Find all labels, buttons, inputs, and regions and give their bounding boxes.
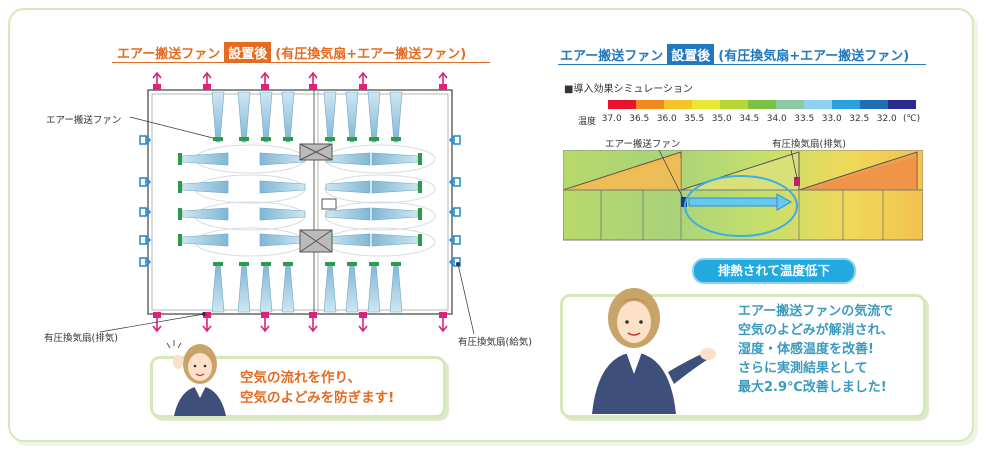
woman-avatar-right bbox=[592, 288, 716, 414]
temperature-tick: 34.0 bbox=[766, 114, 787, 124]
temperature-tick: 32.0 bbox=[876, 114, 897, 124]
temperature-scale: 37.0 36.5 36.0 35.5 35.0 34.5 34.0 33.5 33.0 32.5… bbox=[598, 114, 901, 124]
left-speech-line2: 空気のよどみを防ぎます! bbox=[240, 390, 395, 406]
right-speech-line: 湿度・体感温度を改善! bbox=[738, 342, 874, 357]
right-title: エアー搬送ファン 設置後 (有圧換気扇+エアー搬送ファン) bbox=[560, 44, 909, 65]
right-label-exhaust: 有圧換気扇(排気) bbox=[772, 139, 846, 150]
colorbar-swatch-4 bbox=[720, 100, 748, 109]
temperature-unit: (℃) bbox=[903, 114, 921, 124]
colorbar-swatch-1 bbox=[636, 100, 664, 109]
colorbar-swatch-3 bbox=[692, 100, 720, 109]
left-title: エアー搬送ファン 設置後 (有圧換気扇+エアー搬送ファン) bbox=[117, 42, 466, 63]
right-label-air-fan: エアー搬送ファン bbox=[605, 139, 681, 150]
temperature-tick: 33.0 bbox=[821, 114, 842, 124]
temperature-tick: 34.5 bbox=[739, 114, 760, 124]
colorbar-swatch-9 bbox=[860, 100, 888, 109]
woman-avatar-left bbox=[166, 340, 226, 416]
simulation-title: ■導入効果シミュレーション bbox=[564, 84, 694, 95]
temperature-tick: 35.0 bbox=[711, 114, 732, 124]
temperature-tick: 37.0 bbox=[601, 114, 622, 124]
temperature-tick: 36.5 bbox=[629, 114, 650, 124]
colorbar-swatch-2 bbox=[664, 100, 692, 109]
temperature-tick: 36.0 bbox=[656, 114, 677, 124]
heat-exhaust-pill: 排熱されて温度低下 bbox=[692, 258, 856, 284]
right-title-tag: 設置後 bbox=[667, 44, 715, 65]
colorbar-swatch-5 bbox=[748, 100, 776, 109]
right-speech-line: エアー搬送ファンの気流で bbox=[738, 304, 894, 319]
colorbar-swatch-6 bbox=[776, 100, 804, 109]
right-title-underline bbox=[558, 64, 926, 65]
temperature-label: 温度 bbox=[578, 117, 597, 127]
left-airflow-diagram bbox=[100, 71, 475, 335]
left-label-air-fan: エアー搬送ファン bbox=[46, 115, 122, 126]
temperature-tick: 33.5 bbox=[794, 114, 815, 124]
right-speech-text: エアー搬送ファンの気流で空気のよどみが解消され、湿度・体感温度を改善! さらに実測… bbox=[738, 302, 894, 397]
temperature-colorbar bbox=[608, 100, 916, 109]
colorbar-swatch-10 bbox=[888, 100, 916, 109]
temperature-simulation-map bbox=[563, 150, 923, 241]
temperature-tick: 35.5 bbox=[684, 114, 705, 124]
left-title-tag: 設置後 bbox=[224, 42, 272, 63]
colorbar-swatch-8 bbox=[832, 100, 860, 109]
left-label-supply: 有圧換気扇(給気) bbox=[458, 337, 532, 348]
colorbar-swatch-0 bbox=[608, 100, 636, 109]
colorbar-swatch-7 bbox=[804, 100, 832, 109]
right-speech-line: 最大2.9℃改善しました! bbox=[738, 380, 887, 395]
left-label-exhaust: 有圧換気扇(排気) bbox=[44, 333, 118, 344]
right-speech-line: さらに実測結果として bbox=[738, 361, 868, 376]
temperature-tick: 32.5 bbox=[849, 114, 870, 124]
right-speech-line: 空気のよどみが解消され、 bbox=[738, 323, 894, 338]
left-speech-line1: 空気の流れを作り、 bbox=[240, 370, 361, 386]
left-title-underline bbox=[112, 62, 490, 63]
